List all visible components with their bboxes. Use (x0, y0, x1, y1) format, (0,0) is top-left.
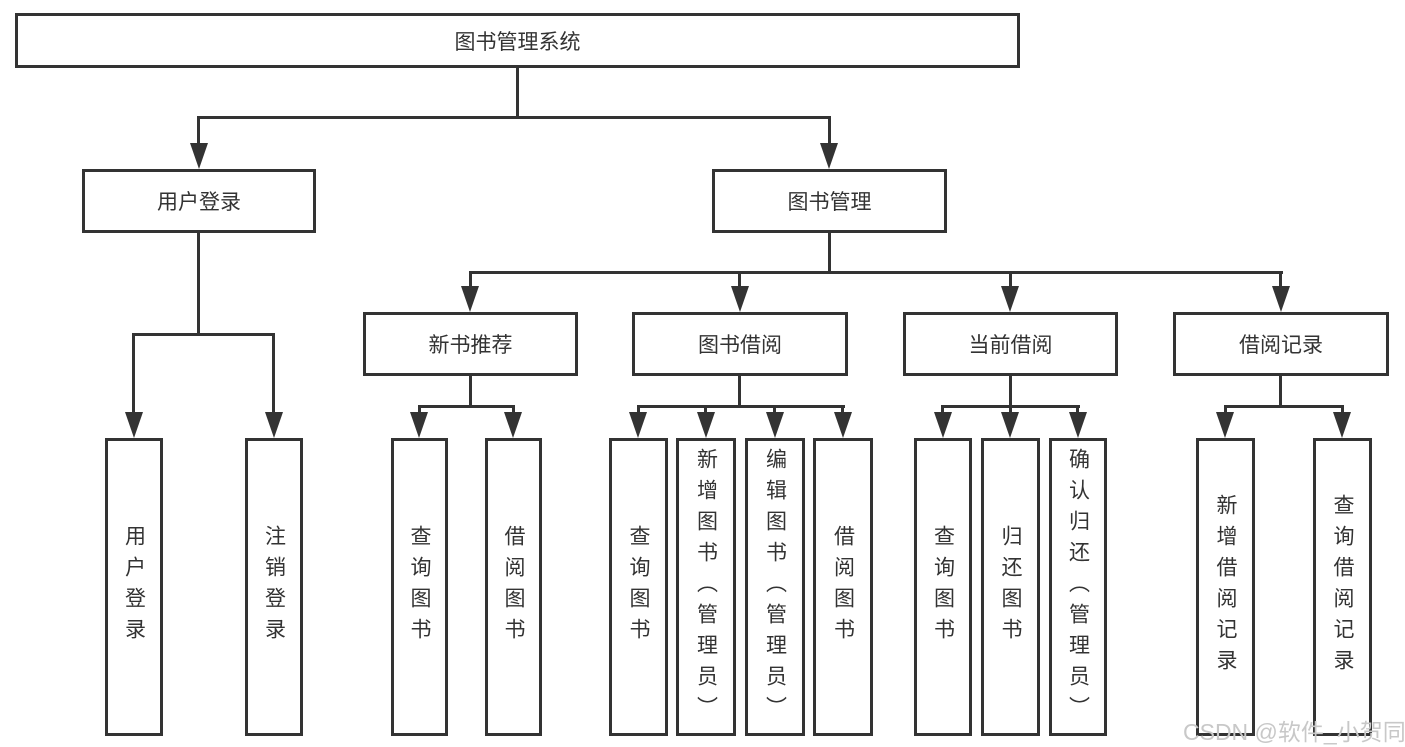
csdn-watermark: CSDN @软件_小贺同学 (1183, 719, 1405, 745)
leaf-add-borrow-record-label: 新增借阅记录 (1214, 494, 1237, 680)
leaf-user-login: 用户登录 (105, 438, 163, 736)
connector-new-book-recommend-bus (418, 405, 515, 408)
connector-level1-bus (198, 116, 831, 119)
connector-drop-borrow-books (841, 405, 844, 417)
arrowhead-book-management (820, 143, 838, 169)
node-new-book-recommend: 新书推荐 (363, 312, 578, 376)
leaf-add-borrow-record: 新增借阅记录 (1196, 438, 1255, 736)
arrowhead-new-book-recommend (461, 286, 479, 312)
arrowhead-edit-books (766, 412, 784, 438)
arrowhead-add-books (697, 412, 715, 438)
leaf-user-login-label: 用户登录 (122, 525, 146, 649)
connector-drop-recommend-query (418, 405, 421, 417)
connector-drop-add-books (704, 405, 707, 417)
node-new-book-recommend-label: 新书推荐 (428, 334, 513, 357)
node-user-login: 用户登录 (82, 169, 316, 233)
connector-drop-user-login (197, 116, 200, 148)
arrowhead-leaf-user-login (125, 412, 143, 438)
connector-drop-current-query (941, 405, 944, 417)
node-library-system: 图书管理系统 (15, 13, 1020, 68)
leaf-query-borrow-record-label: 查询借阅记录 (1331, 494, 1354, 680)
node-book-borrow: 图书借阅 (632, 312, 848, 376)
connector-user-login-bus (132, 333, 275, 336)
leaf-add-books-admin: 新增图书（管理员） (676, 438, 736, 736)
leaf-logout-label: 注销登录 (262, 525, 286, 649)
leaf-edit-books-admin: 编辑图书（管理员） (745, 438, 805, 736)
arrowhead-confirm-return (1069, 412, 1087, 438)
connector-current-borrow-stem (1009, 376, 1012, 408)
connector-root-stem (516, 68, 519, 118)
leaf-borrow-books-label: 借阅图书 (831, 525, 855, 649)
arrowhead-current-query (934, 412, 952, 438)
leaf-recommend-query-books-label: 查询图书 (408, 525, 431, 649)
leaf-current-query-books: 查询图书 (914, 438, 972, 736)
arrowhead-recommend-borrow (504, 412, 522, 438)
arrowhead-recommend-query (410, 412, 428, 438)
node-current-borrow-label: 当前借阅 (968, 334, 1053, 357)
leaf-add-books-admin-label: 新增图书（管理员） (694, 447, 718, 727)
arrowhead-borrow-records (1272, 286, 1290, 312)
leaf-query-borrow-record: 查询借阅记录 (1313, 438, 1372, 736)
node-borrow-records: 借阅记录 (1173, 312, 1389, 376)
leaf-recommend-query-books: 查询图书 (391, 438, 448, 736)
connector-drop-borrow-records (1279, 271, 1282, 291)
arrowhead-return-books (1001, 412, 1019, 438)
arrowhead-query-record (1333, 412, 1351, 438)
leaf-recommend-borrow-books-label: 借阅图书 (502, 525, 525, 649)
connector-drop-borrow-query (637, 405, 640, 417)
node-book-borrow-label: 图书借阅 (698, 334, 782, 357)
node-book-management: 图书管理 (712, 169, 947, 233)
node-user-login-label: 用户登录 (157, 191, 241, 214)
arrowhead-borrow-query (629, 412, 647, 438)
connector-book-borrow-stem (738, 376, 741, 408)
connector-book-management-stem (828, 233, 831, 274)
connector-level2-bus (469, 271, 1283, 274)
leaf-borrow-query-books-label: 查询图书 (627, 525, 650, 649)
connector-drop-current-borrow (1009, 271, 1012, 291)
node-borrow-records-label: 借阅记录 (1239, 334, 1323, 357)
connector-drop-leaf-user-login (132, 333, 135, 415)
arrowhead-user-login (190, 143, 208, 169)
leaf-return-books: 归还图书 (981, 438, 1040, 736)
connector-borrow-records-bus (1224, 405, 1344, 408)
leaf-return-books-label: 归还图书 (999, 525, 1022, 649)
connector-drop-add-record (1224, 405, 1227, 417)
arrowhead-borrow-books (834, 412, 852, 438)
arrowhead-add-record (1216, 412, 1234, 438)
connector-drop-edit-books (773, 405, 776, 417)
connector-drop-book-borrow (738, 271, 741, 291)
node-current-borrow: 当前借阅 (903, 312, 1118, 376)
arrowhead-book-borrow (731, 286, 749, 312)
connector-drop-new-book-recommend (469, 271, 472, 291)
connector-book-borrow-bus (637, 405, 845, 408)
connector-drop-leaf-logout (272, 333, 275, 415)
connector-drop-confirm-return (1076, 405, 1079, 417)
connector-drop-book-management (828, 116, 831, 148)
connector-drop-query-record (1341, 405, 1344, 417)
connector-user-login-stem (197, 233, 200, 336)
leaf-confirm-return-admin-label: 确认归还（管理员） (1066, 447, 1090, 727)
arrowhead-current-borrow (1001, 286, 1019, 312)
leaf-borrow-books: 借阅图书 (813, 438, 873, 736)
connector-drop-return-books (1009, 405, 1012, 417)
leaf-confirm-return-admin: 确认归还（管理员） (1049, 438, 1107, 736)
leaf-borrow-query-books: 查询图书 (609, 438, 668, 736)
leaf-logout: 注销登录 (245, 438, 303, 736)
connector-borrow-records-stem (1279, 376, 1282, 408)
arrowhead-leaf-logout (265, 412, 283, 438)
node-book-management-label: 图书管理 (787, 191, 872, 214)
leaf-edit-books-admin-label: 编辑图书（管理员） (763, 447, 787, 727)
leaf-recommend-borrow-books: 借阅图书 (485, 438, 542, 736)
leaf-current-query-books-label: 查询图书 (931, 525, 955, 649)
node-library-system-label: 图书管理系统 (454, 30, 581, 54)
connector-new-book-recommend-stem (469, 376, 472, 408)
connector-drop-recommend-borrow (512, 405, 515, 417)
